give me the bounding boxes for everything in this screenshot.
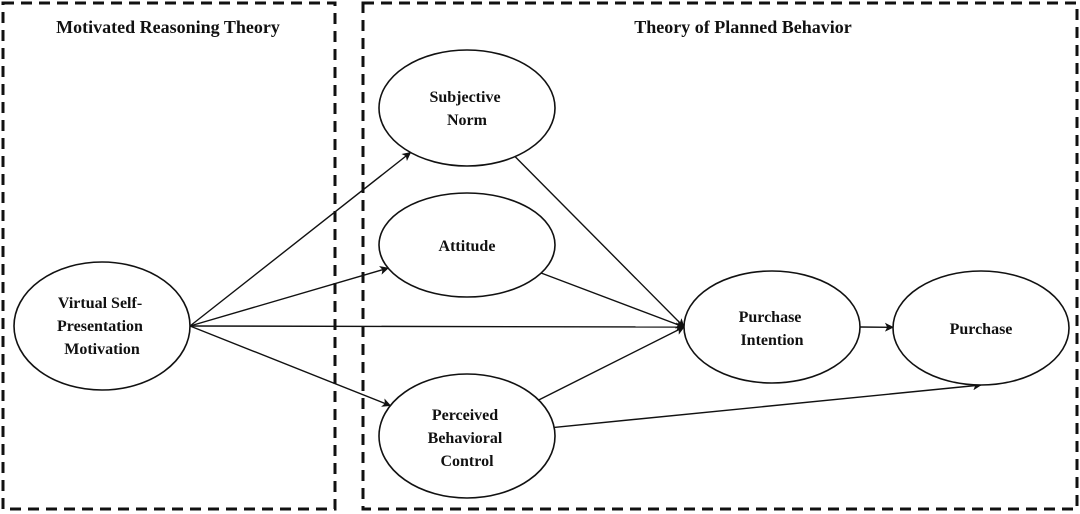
node-virtual-self-presentation-line-1: Virtual Self- — [58, 295, 142, 312]
node-attitude-ellipse — [378, 192, 556, 298]
frame-planned-behavior: Theory of Planned Behavior — [361, 1, 1079, 511]
node-virtual-self-presentation: Virtual Self- Presentation Motivation — [13, 261, 191, 391]
node-virtual-self-presentation-line-2: Presentation — [57, 318, 143, 335]
node-perceived-behavioral-control-line-3: Control — [440, 453, 494, 470]
node-purchase-intention-ellipse — [683, 270, 861, 384]
frame-motivated-reasoning: Motivated Reasoning Theory — [1, 1, 337, 511]
frame-planned-behavior-border — [361, 1, 1079, 511]
edge-subjective-norm-to-purchase-intention — [514, 156, 685, 328]
edge-virtual-self-presentation-to-subjective-norm — [189, 151, 412, 327]
node-attitude-label: Attitude — [439, 238, 496, 255]
edge-virtual-self-presentation-to-attitude — [189, 266, 389, 327]
node-attitude-line-1: Attitude — [439, 238, 496, 255]
edge-virtual-self-presentation-to-perceived-behavioral-control — [189, 325, 392, 407]
edge-perceived-behavioral-control-to-purchase — [554, 381, 982, 429]
node-subjective-norm-label: Subjective Norm — [429, 89, 504, 129]
edges-layer — [189, 151, 982, 429]
node-virtual-self-presentation-ellipse — [13, 261, 191, 391]
node-perceived-behavioral-control: Perceived Behavioral Control — [378, 373, 556, 499]
node-perceived-behavioral-control-line-2: Behavioral — [428, 430, 503, 447]
node-subjective-norm-line-2: Norm — [447, 112, 488, 129]
node-purchase-ellipse — [892, 270, 1070, 386]
node-purchase-intention: Purchase Intention — [683, 270, 861, 384]
edge-attitude-to-purchase-intention — [540, 272, 685, 329]
node-purchase-intention-label: Purchase Intention — [739, 309, 806, 349]
frame-motivated-reasoning-title: Motivated Reasoning Theory — [56, 17, 280, 37]
frame-motivated-reasoning-border — [1, 1, 337, 511]
node-perceived-behavioral-control-line-1: Perceived — [432, 407, 498, 424]
node-purchase-line-1: Purchase — [950, 321, 1013, 338]
node-perceived-behavioral-control-label: Perceived Behavioral Control — [428, 407, 507, 470]
node-virtual-self-presentation-line-3: Motivation — [64, 341, 140, 358]
edge-virtual-self-presentation-to-purchase-intention — [189, 322, 685, 332]
node-subjective-norm-line-1: Subjective — [429, 89, 500, 106]
node-purchase: Purchase — [892, 270, 1070, 386]
node-subjective-norm-ellipse — [378, 49, 556, 167]
frame-planned-behavior-title: Theory of Planned Behavior — [634, 17, 852, 37]
node-attitude: Attitude — [378, 192, 556, 298]
edge-perceived-behavioral-control-to-purchase-intention — [538, 326, 685, 401]
node-purchase-intention-line-2: Intention — [740, 332, 803, 349]
node-perceived-behavioral-control-ellipse — [378, 373, 556, 499]
node-subjective-norm: Subjective Norm — [378, 49, 556, 167]
node-virtual-self-presentation-label: Virtual Self- Presentation Motivation — [57, 295, 147, 358]
node-purchase-intention-line-1: Purchase — [739, 309, 802, 326]
node-purchase-label: Purchase — [950, 321, 1013, 338]
